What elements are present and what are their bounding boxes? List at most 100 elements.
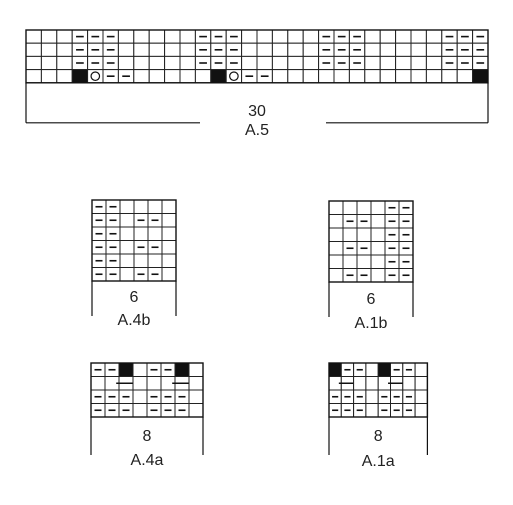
stitch-count-label: 8	[374, 428, 383, 445]
grid-cell	[328, 200, 344, 215]
grid-cell	[425, 69, 443, 84]
grid-cell	[370, 200, 386, 215]
grid-cell	[395, 55, 412, 71]
grid-cell	[147, 253, 163, 268]
grid-cell	[119, 199, 135, 214]
chart-border	[90, 362, 204, 418]
chart-border	[328, 362, 429, 418]
grid-cell	[188, 389, 204, 404]
grid-cell	[56, 29, 73, 44]
grid-cell	[365, 389, 379, 404]
black-square-cell	[472, 69, 489, 84]
grid-cell	[256, 29, 273, 44]
grid-cell	[370, 227, 386, 242]
grid-cell	[241, 42, 258, 57]
grid-cell	[342, 254, 358, 269]
black-square-cell	[210, 69, 227, 84]
grid-cell	[133, 42, 150, 57]
grid-cell	[271, 69, 289, 84]
black-square-cell	[118, 362, 134, 377]
grid-cell	[194, 69, 212, 84]
grid-cell	[119, 213, 135, 228]
grid-cell	[402, 376, 416, 391]
grid-cell	[353, 376, 367, 391]
grid-cell	[56, 42, 73, 57]
stitch-count-label: 8	[143, 428, 152, 445]
grid-cell	[133, 69, 150, 84]
grid-cell	[364, 42, 381, 57]
grid-cell	[119, 240, 135, 255]
grid-cell	[188, 376, 204, 391]
grid-cell	[328, 268, 344, 283]
grid-cell	[188, 403, 204, 418]
chart-name-label: A.1b	[355, 315, 388, 332]
grid-cell	[164, 29, 181, 44]
chart-a4a: 8A.4a	[90, 362, 204, 469]
chart-name-label: A.4b	[118, 312, 151, 329]
black-square-cell	[377, 362, 392, 377]
grid-cell	[414, 389, 428, 404]
grid-cell	[342, 227, 358, 242]
grid-cell	[425, 29, 443, 44]
grid-cell	[40, 69, 58, 84]
stitch-count-label: 30	[248, 103, 266, 120]
grid-cell	[132, 389, 148, 404]
grid-cell	[342, 200, 358, 215]
grid-cell	[132, 362, 148, 377]
grid-cell	[395, 29, 412, 44]
grid-cell	[179, 55, 196, 71]
grid-cell	[25, 55, 42, 71]
grid-cell	[364, 69, 381, 84]
grid-cell	[271, 29, 289, 44]
grid-cell	[456, 69, 474, 84]
grid-cell	[328, 254, 344, 269]
grid-cell	[161, 240, 177, 255]
grid-cell	[148, 42, 166, 57]
grid-cell	[302, 69, 320, 84]
black-square-cell	[328, 362, 342, 377]
grid-cell	[364, 29, 381, 44]
chart-a1a: 8A.1a	[328, 362, 429, 470]
grid-cell	[379, 42, 397, 57]
grid-cell	[287, 69, 304, 84]
chart-a1b: 6A.1b	[328, 200, 414, 332]
grid-cell	[395, 69, 412, 84]
grid-cell	[370, 254, 386, 269]
grid-cell	[328, 241, 344, 256]
grid-cell	[56, 55, 73, 71]
grid-cell	[133, 29, 150, 44]
grid-cell	[117, 42, 135, 57]
grid-cell	[365, 403, 379, 418]
grid-cell	[410, 55, 427, 71]
grid-cell	[40, 29, 58, 44]
grid-cell	[25, 42, 42, 57]
grid-cell	[370, 241, 386, 256]
grid-cell	[328, 227, 344, 242]
grid-cell	[179, 69, 196, 84]
grid-cell	[119, 226, 135, 241]
grid-cell	[379, 29, 397, 44]
grid-cell	[147, 226, 163, 241]
grid-cell	[148, 29, 166, 44]
grid-cell	[117, 55, 135, 71]
grid-cell	[364, 55, 381, 71]
grid-cell	[410, 42, 427, 57]
grid-cell	[271, 42, 289, 57]
grid-cell	[146, 376, 162, 391]
grid-cell	[40, 42, 58, 57]
chart-name-label: A.4a	[131, 452, 164, 469]
grid-cell	[147, 199, 163, 214]
yarn-over-circle	[229, 71, 239, 82]
grid-cell	[132, 403, 148, 418]
grid-cell	[256, 42, 273, 57]
grid-cell	[40, 55, 58, 71]
grid-cell	[287, 42, 304, 57]
grid-cell	[414, 376, 428, 391]
chart-name-label: A.5	[245, 122, 269, 139]
grid-cell	[302, 55, 320, 71]
black-square-cell	[174, 362, 190, 377]
grid-cell	[425, 42, 443, 57]
grid-cell	[133, 253, 149, 268]
grid-cell	[188, 362, 204, 377]
